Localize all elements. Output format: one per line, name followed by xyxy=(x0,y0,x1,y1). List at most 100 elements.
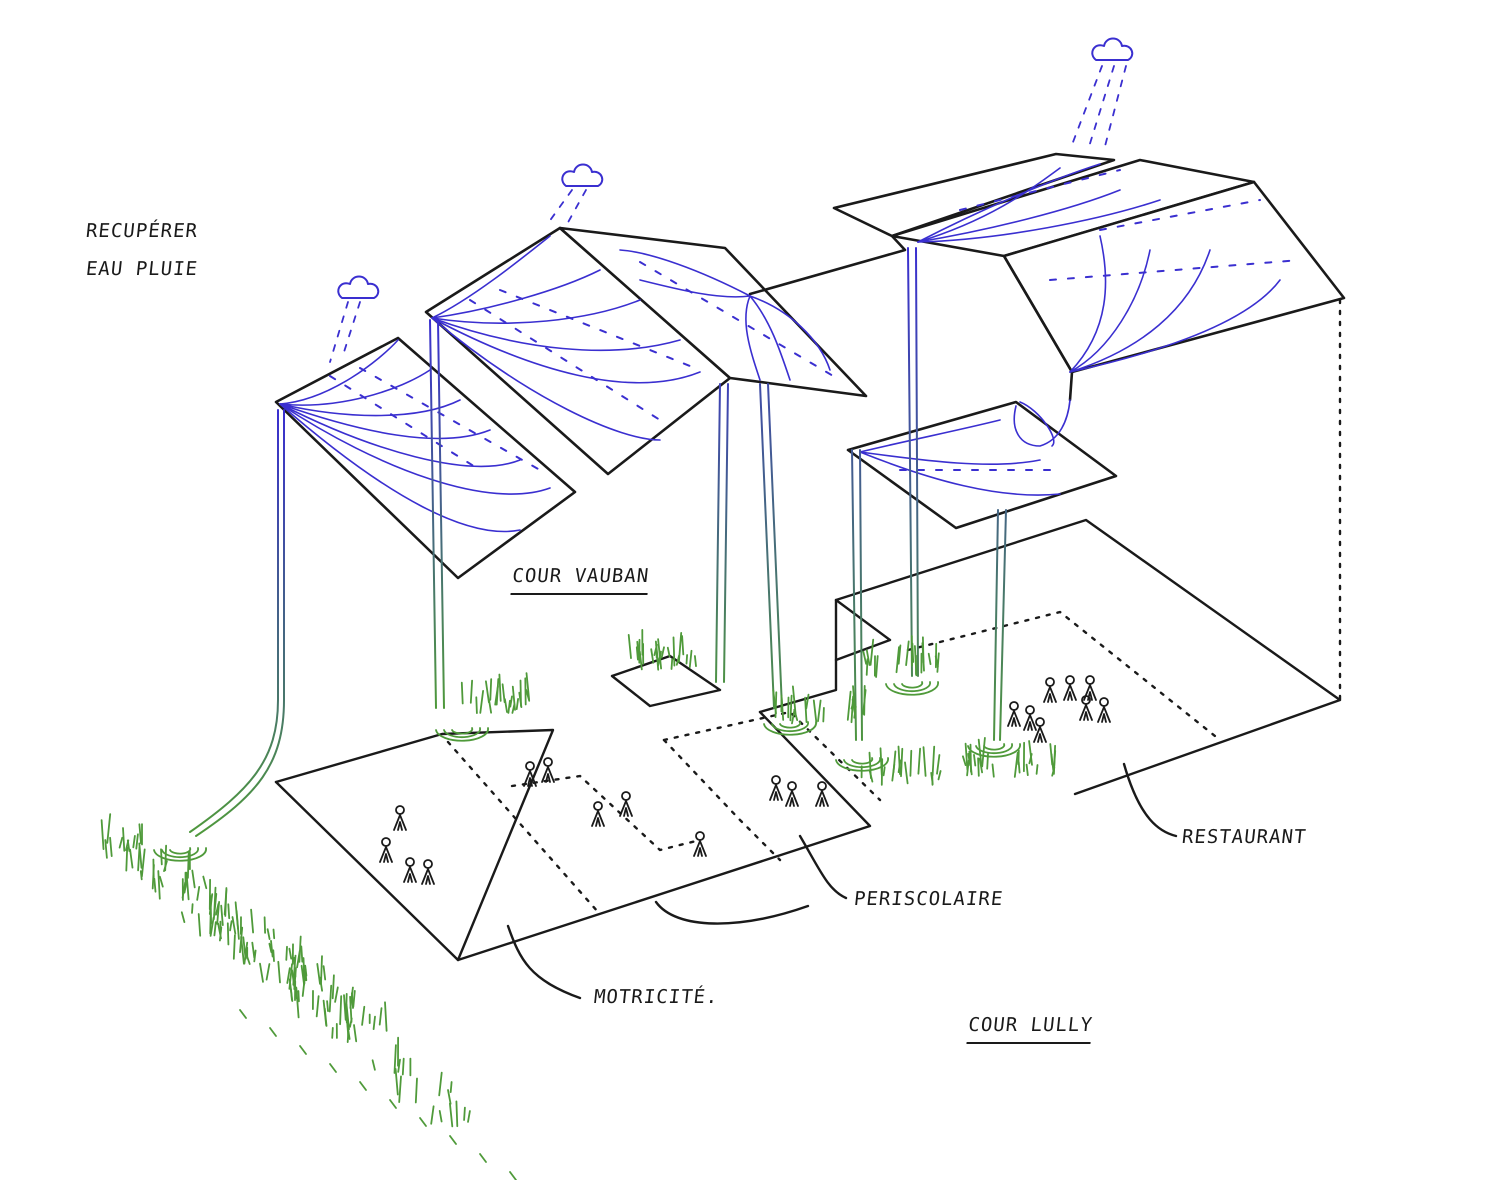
vegetation-icon xyxy=(818,701,821,722)
water-ripple xyxy=(984,744,1004,750)
vegetation-icon xyxy=(110,838,112,856)
vegetation-icon xyxy=(324,966,326,979)
vegetation-icon xyxy=(333,975,334,998)
water-ripple xyxy=(976,744,1012,753)
vegetation-icon xyxy=(782,696,784,720)
vegetation-icon xyxy=(1027,765,1028,776)
vegetation-icon xyxy=(352,993,353,1008)
vegetation-icon xyxy=(517,699,518,709)
vegetation-icon xyxy=(289,949,291,959)
vegetation-icon xyxy=(160,877,163,887)
vegetation-icon xyxy=(687,655,688,664)
vegetation-icon xyxy=(236,902,238,929)
water-ripple xyxy=(902,682,922,688)
vegetation-icon xyxy=(416,1079,417,1103)
title-line-2: EAU PLUIE xyxy=(85,258,199,280)
label-restaurant: RESTAURANT xyxy=(1181,826,1308,848)
vegetation-icon xyxy=(199,914,201,936)
cloud-icon xyxy=(562,165,602,187)
vegetation-icon xyxy=(462,683,463,704)
vegetation-icon xyxy=(273,950,274,961)
child-figure-icon xyxy=(542,758,554,782)
vegetation-icon xyxy=(354,1025,356,1041)
vegetation-icon xyxy=(910,751,911,776)
vegetation-icon xyxy=(298,991,299,1001)
vegetation-icon xyxy=(335,987,338,1002)
vegetation-icon xyxy=(672,659,673,669)
vegetation-icon xyxy=(480,1154,486,1162)
vegetation-icon xyxy=(396,1069,398,1095)
vegetation-icon xyxy=(892,765,894,781)
vegetation-icon xyxy=(230,921,232,930)
cloud-icon xyxy=(1092,39,1132,61)
downspout-icon xyxy=(190,410,278,832)
vegetation-icon xyxy=(823,708,824,722)
vegetation-icon xyxy=(214,922,215,935)
vegetation-icon xyxy=(503,684,505,702)
vegetation-icon xyxy=(897,647,900,672)
vegetation-icon xyxy=(385,1002,387,1031)
vegetation-icon xyxy=(278,962,280,983)
vegetation-icon xyxy=(360,1082,366,1090)
vegetation-icon xyxy=(268,929,270,939)
vegetation-icon xyxy=(912,644,913,663)
vegetation-icon xyxy=(133,836,135,847)
vegetation-icon xyxy=(301,946,302,961)
vegetation-icon xyxy=(978,758,979,776)
vegetation-icon xyxy=(695,656,696,666)
vegetation-icon xyxy=(451,1082,452,1092)
vegetation-icon xyxy=(192,904,193,913)
vegetation-icon xyxy=(228,923,229,944)
vegetation-icon xyxy=(340,996,341,1024)
vegetation-icon xyxy=(330,1064,336,1072)
vegetation-icon xyxy=(142,849,145,876)
child-figure-icon xyxy=(694,832,706,856)
vegetation-icon xyxy=(265,917,266,933)
vegetation-icon xyxy=(456,1101,457,1126)
vegetation-icon xyxy=(901,749,902,776)
vegetation-icon xyxy=(939,771,941,779)
vegetation-icon xyxy=(203,877,206,889)
vegetation-icon xyxy=(221,906,223,925)
vegetation-icon xyxy=(881,748,882,775)
leader-lines xyxy=(508,764,1176,998)
vegetation-icon xyxy=(510,696,512,706)
vegetation-icon xyxy=(480,691,483,713)
child-figure-icon xyxy=(404,858,416,882)
vegetation-icon xyxy=(317,964,320,984)
child-figure-icon xyxy=(1024,706,1036,730)
vegetation-icon xyxy=(431,1106,433,1123)
vegetation-icon xyxy=(373,1060,375,1070)
vegetation-icon xyxy=(123,828,124,851)
vegetation-icon xyxy=(937,755,939,774)
vegetation-icon xyxy=(192,871,194,888)
child-figure-icon xyxy=(1098,698,1110,722)
vegetation-icon xyxy=(867,659,868,675)
vegetation-icon xyxy=(450,1136,456,1144)
vegetation-icon xyxy=(682,636,683,654)
vegetation-icon xyxy=(1019,762,1020,773)
vegetation-icon xyxy=(254,951,255,962)
child-figure-icon xyxy=(592,802,604,826)
vegetation-icon xyxy=(490,679,491,700)
water-ripple xyxy=(780,722,800,728)
vegetation-icon xyxy=(884,767,885,775)
vegetation-icon xyxy=(252,943,254,958)
vegetation-icon xyxy=(305,969,306,980)
water-ripple xyxy=(452,728,472,734)
vegetation-icon xyxy=(974,755,975,766)
vegetation-icon xyxy=(668,648,670,657)
vegetation-icon xyxy=(420,1118,426,1126)
vegetation-icon xyxy=(906,641,909,665)
vegetation-icon xyxy=(674,637,675,665)
vegetation-icon xyxy=(499,675,500,701)
child-figure-icon xyxy=(770,776,782,800)
vegetation-icon xyxy=(790,696,791,721)
vegetation-icon xyxy=(1015,753,1018,777)
child-figure-icon xyxy=(380,838,392,862)
vegetation-icon xyxy=(993,764,994,776)
vegetation-icon xyxy=(286,947,287,960)
water-ripple xyxy=(170,848,190,854)
